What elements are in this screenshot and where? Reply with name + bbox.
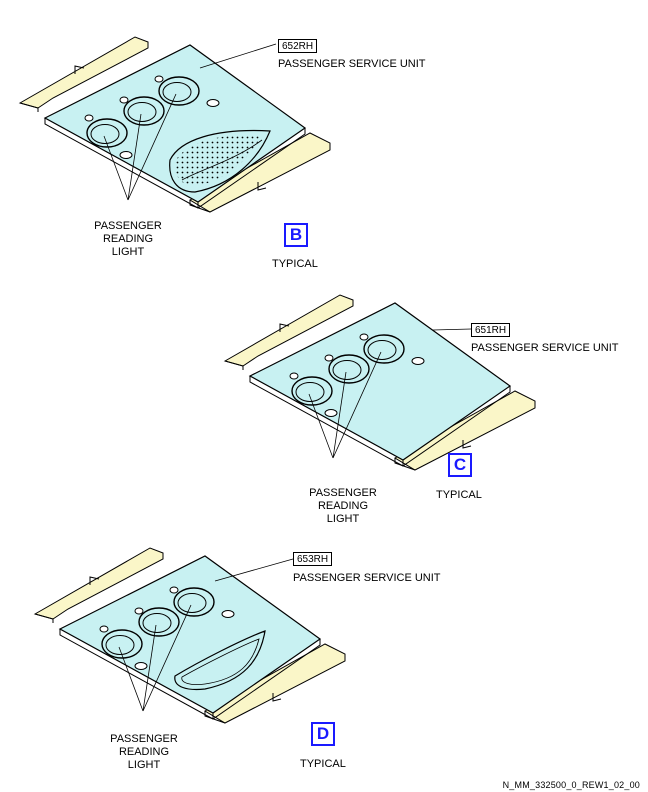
typical-label-c: TYPICAL <box>436 489 482 501</box>
callout-c-line-1: PASSENGER <box>309 487 377 499</box>
callout-c-line-2: READING <box>317 500 369 512</box>
view-letter-b: B <box>284 223 308 247</box>
part-number-box-c: 651RH <box>471 323 511 337</box>
callout-b: PASSENGER READING LIGHT <box>85 220 171 259</box>
callout-d-line-2: READING <box>118 746 170 758</box>
callout-c: PASSENGER READING LIGHT <box>300 487 386 526</box>
typical-label-b: TYPICAL <box>272 258 318 270</box>
part-number-box-b: 652RH <box>278 39 318 53</box>
callout-d-line-3: LIGHT <box>127 759 161 771</box>
drawing-id: N_MM_332500_0_REW1_02_00 <box>502 780 640 790</box>
callout-b-line-1: PASSENGER <box>94 220 162 232</box>
callout-d-line-1: PASSENGER <box>110 733 178 745</box>
view-b-illustration <box>19 36 331 213</box>
part-name-b: PASSENGER SERVICE UNIT <box>278 58 426 70</box>
part-name-d: PASSENGER SERVICE UNIT <box>293 572 441 584</box>
view-c-illustration <box>224 294 536 471</box>
part-number-box-d: 653RH <box>293 552 333 566</box>
part-name-c: PASSENGER SERVICE UNIT <box>471 342 619 354</box>
lens-panel <box>174 630 266 691</box>
view-letter-c: C <box>448 453 472 477</box>
callout-d: PASSENGER READING LIGHT <box>101 733 187 772</box>
view-letter-d: D <box>311 722 335 746</box>
callout-c-line-3: LIGHT <box>326 513 360 525</box>
callout-b-line-2: READING <box>102 233 154 245</box>
callout-b-line-3: LIGHT <box>111 246 145 258</box>
view-d-illustration <box>34 547 346 724</box>
typical-label-d: TYPICAL <box>300 758 346 770</box>
